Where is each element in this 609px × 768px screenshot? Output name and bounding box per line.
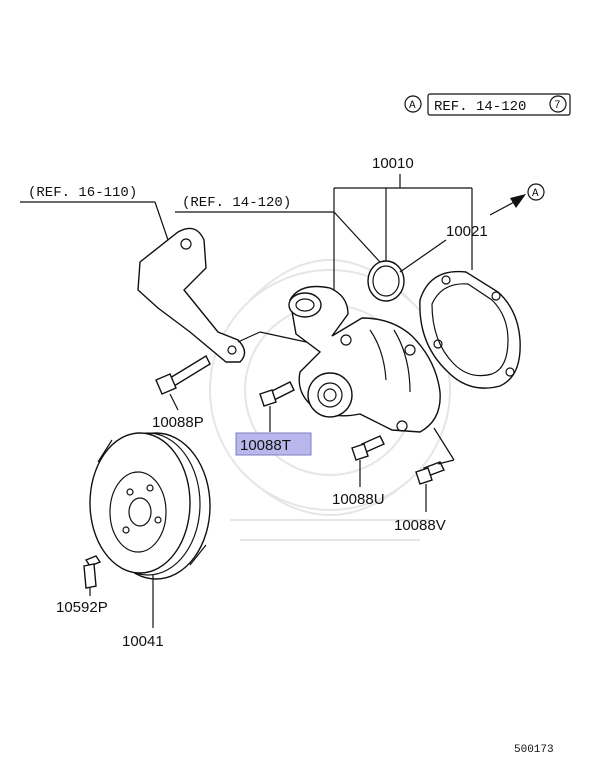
bolt-10088T <box>259 381 295 407</box>
callout-10010[interactable]: 10010 <box>333 155 473 290</box>
callout-10088U[interactable]: 10088U <box>332 460 385 508</box>
connector-a[interactable]: A <box>489 183 545 216</box>
callout-10041[interactable]: 10041 <box>122 575 164 650</box>
gasket <box>419 270 521 389</box>
bolt-10088V <box>415 427 455 485</box>
ref-16-110[interactable]: (REF. 16-110) <box>20 185 169 241</box>
callout-10592P[interactable]: 10592P <box>56 588 108 616</box>
water-pump <box>288 285 441 433</box>
header-ref-text: REF. 14-120 <box>434 99 526 115</box>
bolt-10088U <box>351 435 385 461</box>
svg-text:10088P: 10088P <box>152 414 204 431</box>
highlight-box <box>235 432 312 456</box>
svg-text:10041: 10041 <box>122 633 164 650</box>
svg-text:(REF. 14-120): (REF. 14-120) <box>182 195 291 211</box>
svg-text:(REF. 16-110): (REF. 16-110) <box>28 185 137 201</box>
svg-text:10088U: 10088U <box>332 491 385 508</box>
callout-10088P[interactable]: 10088P <box>152 393 204 431</box>
bolt-10592P <box>83 555 102 589</box>
callout-10088V[interactable]: 10088V <box>394 484 446 534</box>
header-reference[interactable]: A REF. 14-120 7 <box>404 93 571 116</box>
ref-14-120[interactable]: (REF. 14-120) <box>175 195 334 213</box>
header-ref-marker: A <box>409 100 416 112</box>
svg-text:10592P: 10592P <box>56 599 108 616</box>
bolt-10088P <box>155 355 211 395</box>
pulley <box>89 432 211 580</box>
connector-marker: A <box>532 188 539 200</box>
diagram-number: 500173 <box>514 744 554 756</box>
svg-text:10021: 10021 <box>446 223 488 240</box>
bracket <box>137 227 321 363</box>
header-ref-number: 7 <box>554 100 561 112</box>
svg-text:10088V: 10088V <box>394 517 446 534</box>
svg-text:10088T: 10088T <box>240 437 291 454</box>
callout-10088T[interactable]: 10088T <box>235 406 312 456</box>
svg-text:10010: 10010 <box>372 155 414 172</box>
callout-10021[interactable]: 10021 <box>399 223 488 273</box>
